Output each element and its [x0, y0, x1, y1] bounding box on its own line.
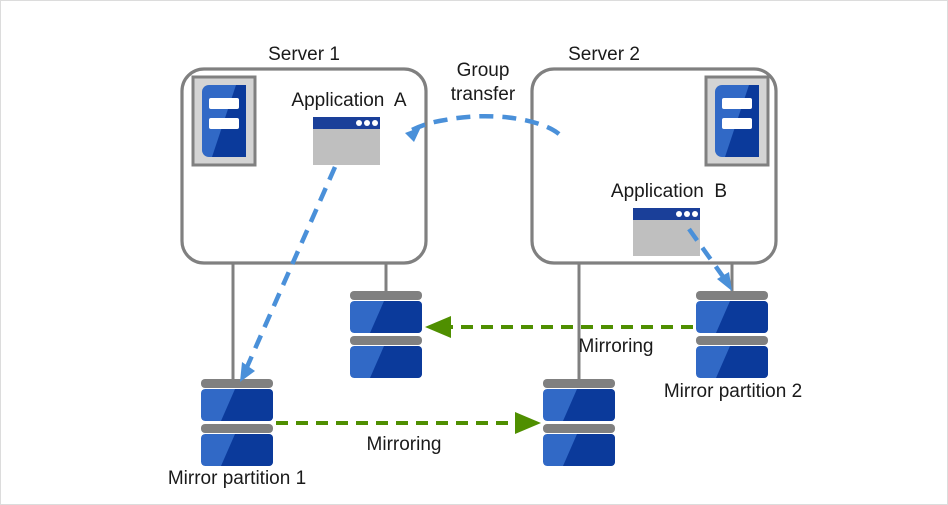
mirror-partition-2-label: Mirror partition 2 — [663, 381, 803, 402]
mirroring-top-label: Mirroring — [578, 336, 654, 357]
group-transfer-label-line2: transfer — [450, 84, 516, 105]
mirroring-bottom-label: Mirroring — [366, 434, 442, 455]
mirror-partition-1-label: Mirror partition 1 — [167, 468, 307, 489]
application-b-label: Application B — [610, 181, 728, 202]
application-a-label: Application A — [291, 90, 407, 111]
group-transfer-label-line1: Group — [456, 60, 510, 81]
mirroring-top-arrow — [425, 316, 693, 338]
group-transfer-arrow — [405, 113, 561, 142]
server-icon — [704, 75, 770, 167]
mirroring-bottom-arrow — [276, 412, 541, 434]
disk-stack-icon — [696, 291, 768, 378]
server1-label: Server 1 — [268, 44, 340, 65]
disk-stack-icon — [350, 291, 422, 378]
server2-box — [530, 67, 778, 265]
application-window-icon — [313, 117, 380, 165]
app-b-access-arrow — [687, 227, 732, 291]
server1-box — [180, 67, 428, 265]
app-a-access-arrow — [240, 166, 338, 382]
disk-stack-icon — [543, 379, 615, 466]
server2-label: Server 2 — [568, 44, 640, 65]
disk-stack-icon — [201, 379, 273, 466]
server-icon — [191, 75, 257, 167]
